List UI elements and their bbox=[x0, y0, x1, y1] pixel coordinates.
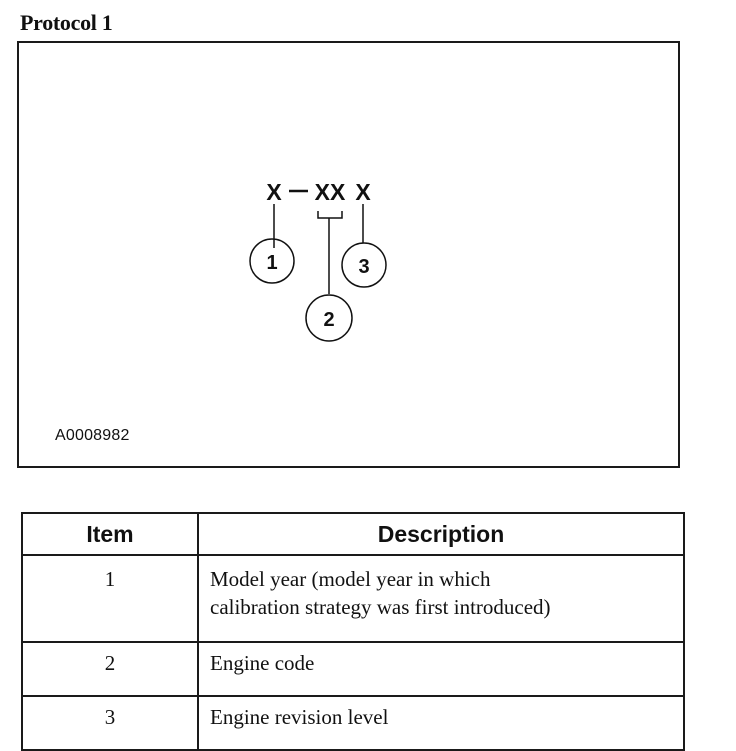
table-row: 1 Model year (model year in which calibr… bbox=[21, 554, 685, 643]
code-part-engine-code: XX bbox=[315, 179, 346, 205]
table-row: 3 Engine revision level bbox=[21, 695, 685, 751]
calibration-code-diagram: X XX X 1 3 2 bbox=[249, 179, 387, 342]
column-header-description: Description bbox=[197, 512, 685, 556]
callout-circle-1 bbox=[249, 238, 295, 284]
callout-label-3: 3 bbox=[358, 256, 369, 278]
item-description: Model year (model year in which calibrat… bbox=[197, 554, 685, 643]
item-number: 3 bbox=[21, 695, 199, 751]
code-part-model-year: X bbox=[266, 179, 282, 205]
callout-label-2: 2 bbox=[323, 309, 334, 331]
page-title: Protocol 1 bbox=[20, 10, 113, 35]
bracket-2 bbox=[317, 211, 343, 219]
table-row: 2 Engine code bbox=[21, 641, 685, 697]
figure-id: A0008982 bbox=[55, 427, 130, 444]
description-line: Model year (model year in which bbox=[210, 567, 491, 591]
table-header-row: Item Description bbox=[21, 512, 685, 556]
item-number: 1 bbox=[21, 554, 199, 643]
column-header-item: Item bbox=[21, 512, 199, 556]
item-number: 2 bbox=[21, 641, 199, 697]
callout-label-1: 1 bbox=[266, 252, 277, 274]
callout-circle-2 bbox=[305, 294, 353, 342]
item-description: Engine code bbox=[197, 641, 685, 697]
item-description: Engine revision level bbox=[197, 695, 685, 751]
code-part-revision: X bbox=[355, 179, 371, 205]
item-description-table: Item Description 1 Model year (model yea… bbox=[21, 512, 685, 751]
callout-circle-3 bbox=[341, 242, 387, 288]
figure-panel: X XX X 1 3 2 A0008982 bbox=[17, 41, 680, 468]
description-line: calibration strategy was first introduce… bbox=[210, 595, 551, 619]
